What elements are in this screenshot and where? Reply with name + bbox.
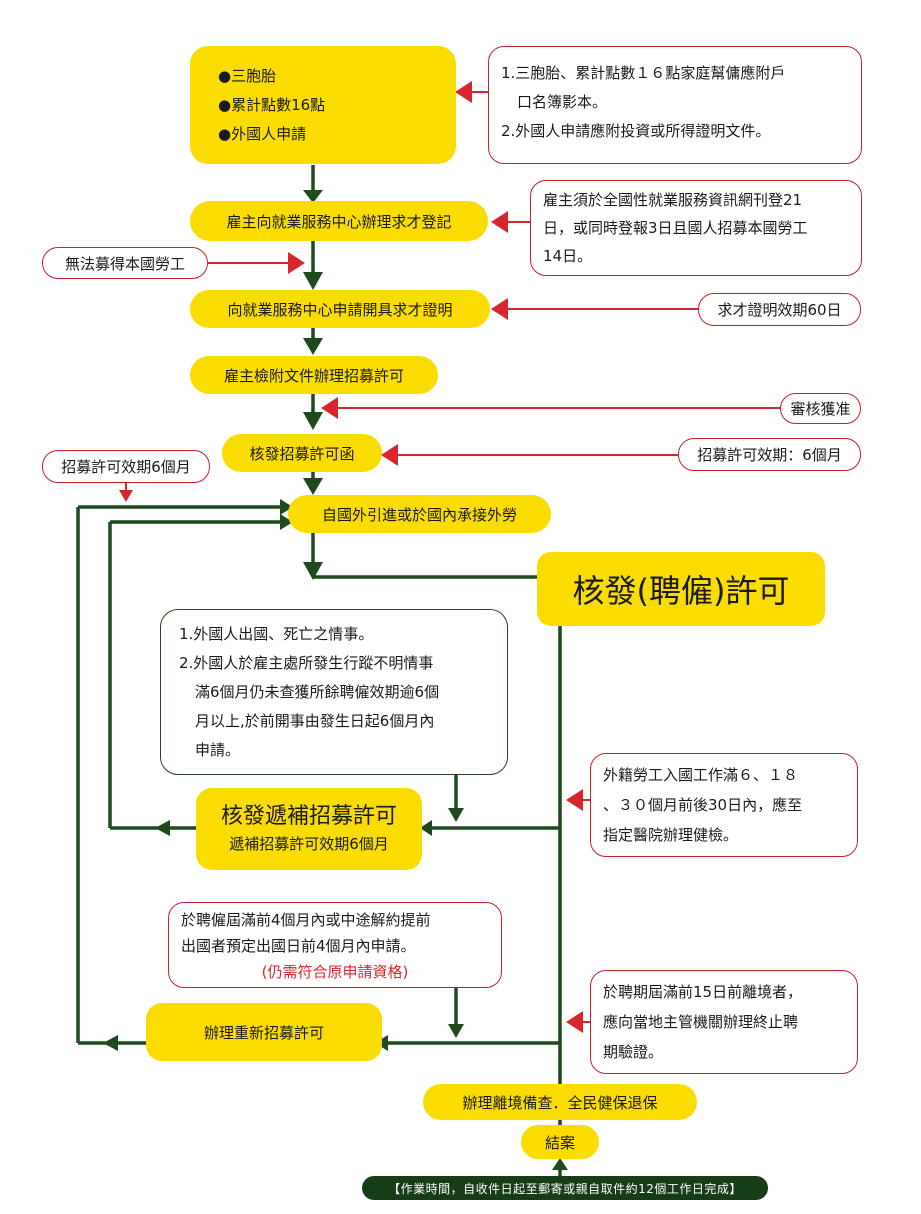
replacement-condition-1: 1.外國人出國、死亡之情事。 [179, 625, 374, 643]
health-check-note: 外籍勞工入國工作滿６、１８ 、３０個月前後30日內，應至 指定醫院辦理健檢。 [590, 753, 858, 857]
replacement-condition-2-cont-3: 申請。 [195, 741, 241, 759]
early-departure-line1: 於聘期屆滿前15日前離境者， [603, 983, 803, 1001]
processing-time-label: 【作業時間，自收件日起至郵寄或親自取件約12個工作日完成】 [388, 1181, 742, 1196]
step-bring-in-workers-label: 自國外引進或於國內承接外勞 [321, 505, 517, 524]
step-job-registration: 雇主向就業服務中心辦理求才登記 [190, 201, 488, 241]
certificate-validity-label: 求才證明效期60日 [717, 301, 842, 319]
register-note-line1: 雇主須於全國性就業服務資訊網刊登21 [543, 191, 803, 209]
letter-validity-label: 招募許可效期：6個月 [697, 446, 842, 464]
step-re-recruitment-permit-label: 辦理重新招募許可 [203, 1023, 324, 1042]
replacement-permit-title: 核發遞補招募許可 [220, 804, 397, 829]
permit-validity-left-note: 招募許可效期6個月 [42, 450, 210, 483]
no-local-worker-note: 無法募得本國勞工 [42, 247, 208, 279]
conditions-box: ●三胞胎 ●累計點數16點 ●外國人申請 [190, 46, 456, 164]
processing-time-banner: 【作業時間，自收件日起至郵寄或親自取件約12個工作日完成】 [362, 1176, 768, 1200]
conditions-note: 1.三胞胎、累計點數１６點家庭幫傭應附戶 口名簿影本。 2.外國人申請應附投資或… [488, 46, 862, 164]
replacement-condition-2-cont-1: 滿6個月仍未查獲所餘聘僱效期逾6個 [195, 683, 440, 701]
register-note: 雇主須於全國性就業服務資訊網刊登21 日，或同時登報3日且國人招募本國勞工 14… [530, 180, 862, 276]
register-note-line3: 14日。 [543, 247, 593, 265]
replacement-permit-subtitle: 遞補招募許可效期6個月 [229, 835, 389, 853]
step-bring-in-workers: 自國外引進或於國內承接外勞 [288, 495, 551, 533]
re-recruit-condition-line1: 於聘僱屆滿前4個月內或中途解約提前 [181, 911, 431, 929]
re-recruit-condition-line2: 出國者預定出國日前4個月內申請。 [181, 937, 416, 955]
early-departure-line2: 應向當地主管機關辦理終止聘 [603, 1013, 799, 1031]
conditions-note-line1: 1.三胞胎、累計點數１６點家庭幫傭應附戶 [501, 64, 786, 82]
step-re-recruitment-permit: 辦理重新招募許可 [146, 1003, 382, 1061]
early-departure-note: 於聘期屆滿前15日前離境者， 應向當地主管機關辦理終止聘 期驗證。 [590, 970, 858, 1074]
certificate-validity-note: 求才證明效期60日 [698, 293, 861, 326]
step-departure-filing-label: 辦理離境備查．全民健保退保 [462, 1093, 658, 1112]
step-apply-recruitment-permit: 雇主檢附文件辦理招募許可 [190, 356, 438, 394]
replacement-condition-2: 2.外國人於雇主處所發生行蹤不明情事 [179, 654, 434, 672]
early-departure-line3: 期驗證。 [603, 1043, 664, 1061]
permit-validity-left-label: 招募許可效期6個月 [61, 458, 191, 476]
step-issue-replacement-permit: 核發遞補招募許可 遞補招募許可效期6個月 [196, 788, 422, 870]
step-issue-recruitment-letter-label: 核發招募許可函 [249, 444, 355, 463]
conditions-note-line1-cont: 口名簿影本。 [517, 93, 608, 111]
register-note-line2: 日，或同時登報3日且國人招募本國勞工 [543, 219, 808, 237]
approved-label: 審核獲准 [790, 400, 851, 418]
step-job-registration-label: 雇主向就業服務中心辦理求才登記 [226, 212, 452, 231]
health-check-line3: 指定醫院辦理健檢。 [603, 826, 739, 844]
condition-foreigner: ●外國人申請 [218, 124, 307, 143]
replacement-condition-2-cont-2: 月以上,於前開事由發生日起6個月內 [195, 712, 435, 730]
step-issue-employment-permit: 核發(聘僱)許可 [537, 552, 825, 626]
re-recruit-conditions-note: 於聘僱屆滿前4個月內或中途解約提前 出國者預定出國日前4個月內申請。 (仍需符合… [168, 902, 502, 988]
step-close-case: 結案 [521, 1125, 599, 1159]
no-local-worker-label: 無法募得本國勞工 [64, 254, 185, 273]
re-recruit-requirement: (仍需符合原申請資格) [261, 963, 409, 981]
step-close-case-label: 結案 [544, 1133, 575, 1152]
approved-note: 審核獲准 [780, 393, 861, 424]
conditions-note-line2: 2.外國人申請應附投資或所得證明文件。 [501, 122, 771, 140]
replacement-conditions-note: 1.外國人出國、死亡之情事。 2.外國人於雇主處所發生行蹤不明情事 滿6個月仍未… [160, 609, 508, 775]
health-check-line2: 、３０個月前後30日內，應至 [603, 796, 803, 814]
letter-validity-note: 招募許可效期：6個月 [678, 438, 861, 471]
step-apply-recruitment-permit-label: 雇主檢附文件辦理招募許可 [223, 366, 404, 385]
step-recruitment-certificate: 向就業服務中心申請開具求才證明 [190, 290, 490, 328]
step-issue-recruitment-letter: 核發招募許可函 [222, 434, 382, 472]
step-issue-employment-permit-label: 核發(聘僱)許可 [572, 572, 790, 610]
condition-triplets: ●三胞胎 [218, 66, 277, 85]
step-departure-filing: 辦理離境備查．全民健保退保 [423, 1084, 697, 1120]
health-check-line1: 外籍勞工入國工作滿６、１８ [603, 766, 799, 784]
step-recruitment-certificate-label: 向就業服務中心申請開具求才證明 [227, 300, 453, 319]
condition-points: ●累計點數16點 [218, 95, 326, 114]
